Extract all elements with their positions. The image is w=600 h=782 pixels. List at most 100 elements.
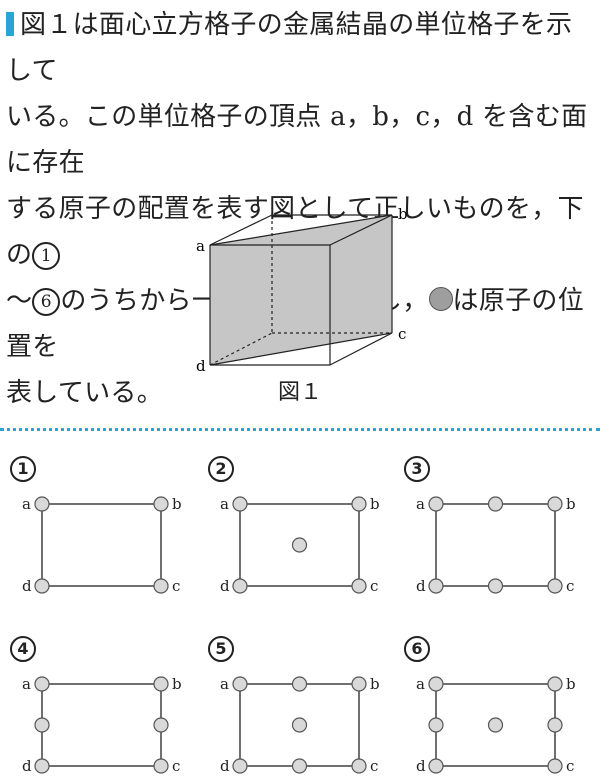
question-line-5: 表している。 (6, 378, 164, 408)
vertex-label-c: c (566, 757, 575, 775)
atom-circle (153, 758, 169, 774)
atom-circle (547, 496, 563, 512)
vertex-label-c: c (370, 577, 379, 595)
question-marker-icon (6, 12, 14, 36)
option-2[interactable]: 2 a b c d (208, 456, 398, 596)
option-number: 1 (10, 456, 36, 482)
vertex-label-c: c (370, 757, 379, 775)
atom-arrangement-diagram (34, 676, 169, 774)
face-outline (41, 683, 162, 767)
cube-edge (329, 332, 393, 366)
option-number: 6 (404, 636, 430, 662)
atom-arrangement-diagram (34, 496, 169, 594)
atom-circle (153, 496, 169, 512)
atom-circle (291, 676, 308, 692)
atom-circle (351, 676, 367, 692)
cube-edge (209, 214, 273, 246)
vertex-label-c: c (566, 577, 575, 595)
atom-arrangement-diagram (428, 676, 563, 774)
plane-edge (209, 332, 393, 366)
vertex-label-c: c (172, 577, 181, 595)
question-line-2: いる。この単位格子の頂点 a，b，c，d を含む面に存在 (6, 102, 588, 178)
option-number: 2 (208, 456, 234, 482)
atom-circle (153, 676, 169, 692)
atom-circle (291, 537, 308, 553)
vertex-label-a: a (220, 675, 229, 693)
atom-circle (34, 758, 50, 774)
atom-circle (291, 758, 308, 774)
vertex-label-b: b (370, 675, 380, 693)
atom-arrangement-diagram (232, 676, 367, 774)
option-number: 5 (208, 636, 234, 662)
vertex-label-d: d (22, 757, 32, 775)
atom-circle (428, 578, 444, 594)
vertex-label-d: d (22, 577, 32, 595)
circled-number-first: 1 (32, 242, 61, 270)
atom-circle (34, 496, 50, 512)
cube-edge (329, 214, 393, 246)
atom-circle (547, 578, 563, 594)
face-outline (435, 503, 556, 587)
atom-circle (291, 717, 308, 733)
atom-circle (487, 717, 504, 733)
option-5[interactable]: 5 a b c d (208, 636, 398, 776)
atom-circle (34, 578, 50, 594)
atom-circle (232, 578, 248, 594)
vertex-label-b: b (566, 495, 576, 513)
vertex-label-d: d (196, 357, 206, 375)
option-number: 3 (404, 456, 430, 482)
option-1[interactable]: 1 a b c d (10, 456, 200, 596)
atom-circle (232, 676, 248, 692)
vertex-label-b: b (172, 675, 182, 693)
atom-circle (232, 496, 248, 512)
atom-legend-icon (428, 287, 453, 311)
circled-number-last: 6 (32, 288, 61, 316)
atom-circle (547, 676, 563, 692)
atom-circle (153, 578, 169, 594)
atom-circle (487, 496, 504, 512)
vertex-label-a: a (220, 495, 229, 513)
atom-circle (428, 676, 444, 692)
figure-caption: 図１ (278, 380, 323, 405)
vertex-label-d: d (220, 577, 230, 595)
plane-edge (209, 214, 393, 246)
vertex-label-b: b (566, 675, 576, 693)
atom-circle (34, 676, 50, 692)
option-3[interactable]: 3 a b c d (404, 456, 594, 596)
section-divider (0, 428, 600, 431)
vertex-label-c: c (398, 325, 406, 343)
vertex-label-a: a (22, 495, 31, 513)
vertex-label-b: b (398, 205, 408, 223)
face-outline (239, 503, 360, 587)
option-number: 4 (10, 636, 36, 662)
abcd-plane (210, 215, 392, 365)
vertex-label-b: b (370, 495, 380, 513)
vertex-label-c: c (172, 757, 181, 775)
atom-arrangement-diagram (428, 496, 563, 594)
atom-circle (487, 578, 504, 594)
atom-circle (232, 758, 248, 774)
atom-circle (351, 496, 367, 512)
face-outline (41, 503, 162, 587)
vertex-label-a: a (196, 237, 205, 255)
atom-circle (34, 717, 50, 733)
atom-circle (153, 717, 169, 733)
atom-circle (351, 578, 367, 594)
vertex-label-b: b (172, 495, 182, 513)
question-line-1: 図１は面心立方格子の金属結晶の単位格子を示して (6, 10, 573, 86)
atom-arrangement-diagram (232, 496, 367, 594)
vertex-label-a: a (416, 495, 425, 513)
option-4[interactable]: 4 a b c d (10, 636, 200, 776)
atom-circle (547, 717, 563, 733)
vertex-label-a: a (416, 675, 425, 693)
vertex-label-d: d (416, 577, 426, 595)
atom-circle (547, 758, 563, 774)
atom-circle (428, 717, 444, 733)
vertex-label-a: a (22, 675, 31, 693)
vertex-label-d: d (220, 757, 230, 775)
fcc-unit-cell-figure: a b c d (196, 205, 408, 375)
atom-circle (428, 758, 444, 774)
atom-circle (351, 758, 367, 774)
